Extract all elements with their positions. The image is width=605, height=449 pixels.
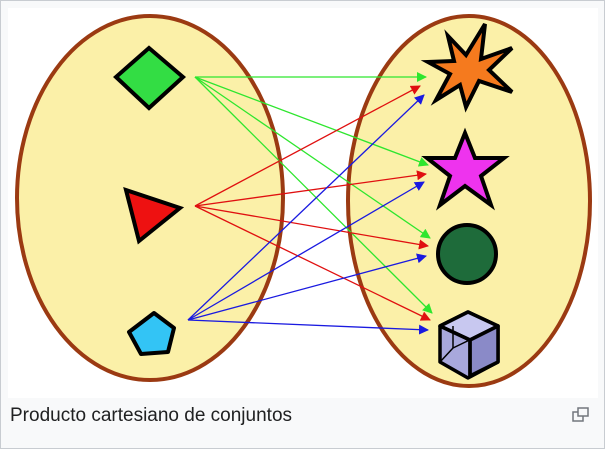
set-b-ellipse xyxy=(346,14,592,388)
figure-caption: Producto cartesiano de conjuntos xyxy=(10,405,293,426)
arrow-pentagon-star8 xyxy=(187,94,425,321)
arrow-diamond-circle xyxy=(194,76,431,239)
arrow-diamond-cube xyxy=(194,76,433,314)
green-circle-shape xyxy=(436,223,498,285)
arrow-diamond-star5 xyxy=(194,76,429,167)
magenta-star5-shape xyxy=(421,127,510,211)
arrow-pentagon-star5 xyxy=(187,181,425,321)
orange-star8-shape xyxy=(420,22,514,113)
arrow-triangle-cube xyxy=(194,205,431,321)
arrow-triangle-star5 xyxy=(194,170,427,207)
arrow-triangle-star8 xyxy=(194,85,421,207)
arrow-triangle-circle xyxy=(194,205,429,250)
magnify-clip-icon[interactable] xyxy=(572,407,590,423)
cartesian-product-diagram[interactable] xyxy=(8,8,598,398)
purple-cube-shape xyxy=(438,310,500,380)
blue-pentagon-shape xyxy=(127,311,176,356)
arrows xyxy=(187,72,433,335)
arrow-pentagon-cube xyxy=(187,319,429,335)
arrow-pentagon-circle xyxy=(187,253,427,321)
diagram-svg xyxy=(15,14,592,388)
red-triangle-shape xyxy=(123,186,185,245)
green-diamond-shape xyxy=(113,45,187,111)
